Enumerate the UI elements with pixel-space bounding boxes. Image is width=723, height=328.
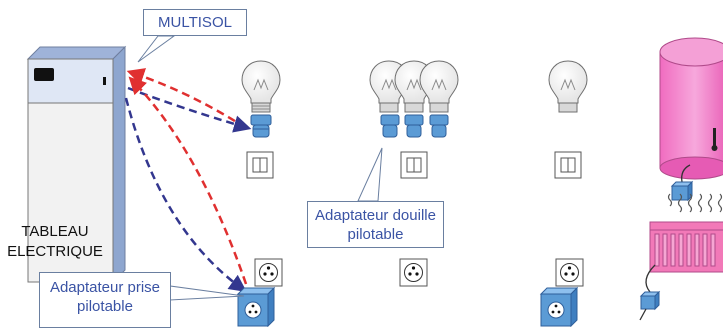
socket-adapter-icon	[404, 114, 424, 138]
link-blue-bulb	[127, 86, 252, 133]
plug-adapter-icon	[539, 286, 579, 327]
link-red-plug	[128, 76, 248, 285]
radiator-adapter-icon	[639, 290, 661, 311]
panel-display-icon	[34, 68, 54, 81]
plug-adapter-label-line2: pilotable	[77, 298, 133, 315]
wall-outlet-icon	[399, 258, 428, 287]
plug-adapter-icon	[236, 286, 276, 327]
multisol-callout: MULTISOL	[143, 9, 247, 36]
prise-pointer	[169, 285, 245, 301]
bulb-icon	[419, 60, 459, 113]
wall-switch-icon	[400, 151, 428, 179]
electrical-panel	[26, 45, 127, 284]
socket-adapter-icon	[429, 114, 449, 138]
multisol-pointer	[137, 35, 176, 63]
multisol-label: MULTISOL	[158, 14, 232, 31]
socket-adapter-icon	[250, 114, 272, 138]
plug-adapter-callout: Adaptateur prise pilotable	[39, 272, 171, 328]
wall-outlet-icon	[254, 258, 283, 287]
panel-label-line1: TABLEAU	[21, 223, 89, 240]
panel-label-line2: ELECTRIQUE	[7, 243, 103, 260]
socket-adapter-icon	[380, 114, 400, 138]
bulb-icon	[241, 60, 281, 113]
socket-adapter-label-line2: pilotable	[347, 226, 404, 243]
wall-switch-icon	[246, 151, 274, 179]
douille-pointer	[357, 147, 383, 202]
panel-label: TABLEAU ELECTRIQUE	[0, 222, 110, 262]
plug-adapter-label-line1: Adaptateur prise	[49, 279, 161, 296]
socket-adapter-label-line1: Adaptateur douille	[315, 207, 436, 224]
radiator-icon	[649, 221, 723, 273]
thermometer-icon	[713, 128, 716, 146]
water-heater-icon	[659, 37, 723, 180]
link-blue-plug	[124, 97, 247, 293]
socket-adapter-callout: Adaptateur douille pilotable	[307, 201, 444, 248]
wall-switch-icon	[554, 151, 582, 179]
bulb-cluster	[369, 60, 459, 138]
signal-links	[124, 68, 252, 293]
bulb-icon	[548, 60, 588, 113]
link-red-bulb	[126, 68, 247, 130]
wall-outlet-icon	[555, 258, 584, 287]
heat-waves-icon	[667, 193, 723, 213]
